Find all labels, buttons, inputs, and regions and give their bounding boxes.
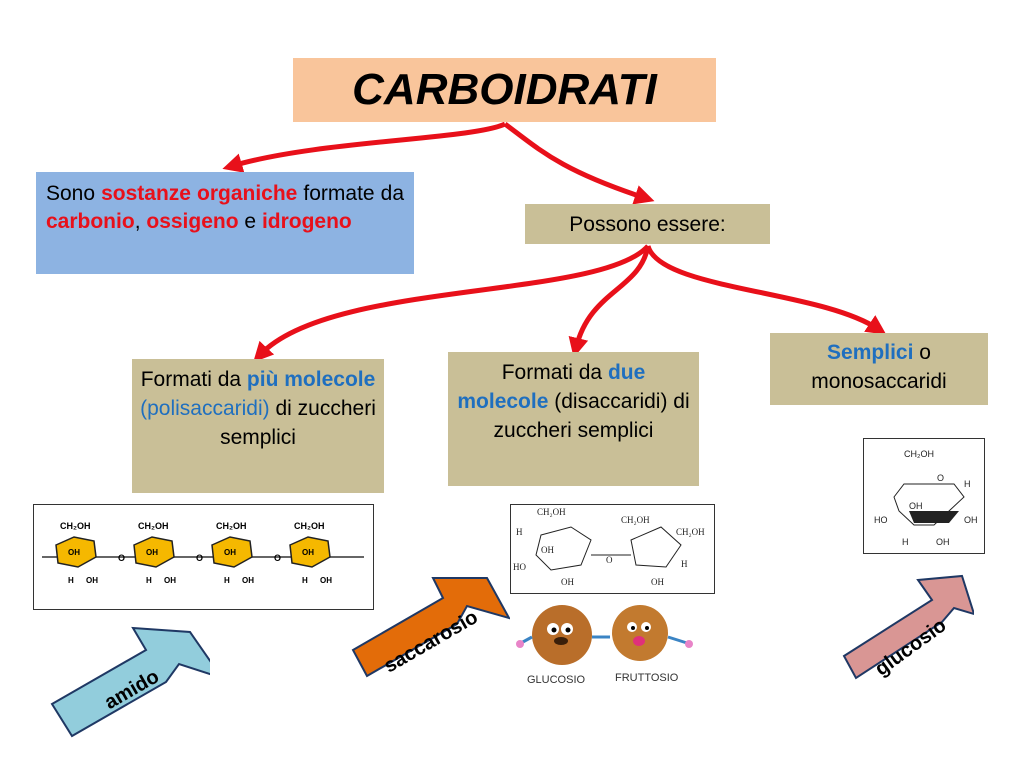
- svg-text:O: O: [606, 555, 613, 565]
- possono-box: Possono essere:: [525, 204, 770, 244]
- polisaccaridi-box: Formati da più molecole (polisaccaridi) …: [132, 359, 384, 493]
- svg-text:H: H: [516, 527, 523, 537]
- svg-text:CH₂OH: CH₂OH: [621, 515, 650, 525]
- title-box: CARBOIDRATI: [293, 58, 716, 122]
- saccarosio-label-arrow: saccarosio: [351, 577, 510, 677]
- glucosio-label-arrow: glucosio: [842, 574, 974, 681]
- svg-text:OH: OH: [68, 548, 80, 557]
- sucrose-molecule-icon: CH₂OH CH₂OH CH₂OH H OH HO OH O OH H: [513, 507, 705, 587]
- svg-text:H: H: [902, 537, 909, 547]
- svg-text:OH: OH: [651, 577, 664, 587]
- glucose-ring-icon: CH₂OH O HO OH OH OH H H: [874, 449, 978, 547]
- sugar-characters-image: GLUCOSIO FRUTTOSIO: [516, 605, 693, 686]
- fruttosio-character-icon: [612, 605, 693, 661]
- svg-text:OH: OH: [561, 577, 574, 587]
- svg-text:OH: OH: [541, 545, 554, 555]
- arrow-to-mono: [645, 245, 887, 335]
- svg-text:CH₂OH: CH₂OH: [676, 527, 705, 537]
- amido-label-arrow: amido: [50, 626, 210, 738]
- starch-chain-icon: CH₂OH OH H OH O O O: [42, 520, 364, 586]
- svg-text:H: H: [964, 479, 971, 489]
- disaccaridi-box: Formati da due molecole (disaccaridi) di…: [448, 352, 699, 486]
- svg-text:O: O: [937, 473, 944, 483]
- amido-structure-image: CH₂OH OH H OH O O O: [33, 504, 374, 610]
- svg-text:H: H: [68, 576, 74, 585]
- svg-text:O: O: [118, 553, 125, 563]
- fruttosio-char-label: FRUTTOSIO: [615, 672, 679, 684]
- glucosio-character-icon: [516, 605, 610, 665]
- svg-text:OH: OH: [936, 537, 950, 547]
- svg-text:O: O: [274, 553, 281, 563]
- svg-text:O: O: [196, 553, 203, 563]
- arrow-to-definition: [222, 121, 507, 173]
- svg-text:CH₂OH: CH₂OH: [904, 449, 934, 459]
- glucosio-structure-image: CH₂OH O HO OH OH OH H H: [863, 438, 985, 554]
- saccarosio-structure-image: CH₂OH CH₂OH CH₂OH H OH HO OH O OH H: [510, 504, 715, 594]
- definition-box: Sono sostanze organiche formate da carbo…: [36, 172, 414, 274]
- page-title: CARBOIDRATI: [352, 65, 657, 114]
- glucosio-char-label: GLUCOSIO: [527, 674, 586, 686]
- svg-text:H: H: [681, 559, 688, 569]
- monosaccaridi-box: Semplici o monosaccaridi: [770, 333, 988, 405]
- svg-text:HO: HO: [874, 515, 888, 525]
- svg-text:OH: OH: [964, 515, 978, 525]
- svg-text:CH₂OH: CH₂OH: [537, 507, 566, 517]
- svg-text:OH: OH: [909, 501, 923, 511]
- arrow-to-di: [568, 245, 651, 358]
- arrow-to-poli: [253, 244, 650, 363]
- arrow-to-possono: [503, 121, 655, 205]
- svg-text:CH₂OH: CH₂OH: [60, 521, 91, 531]
- svg-text:OH: OH: [86, 576, 98, 585]
- svg-text:HO: HO: [513, 562, 526, 572]
